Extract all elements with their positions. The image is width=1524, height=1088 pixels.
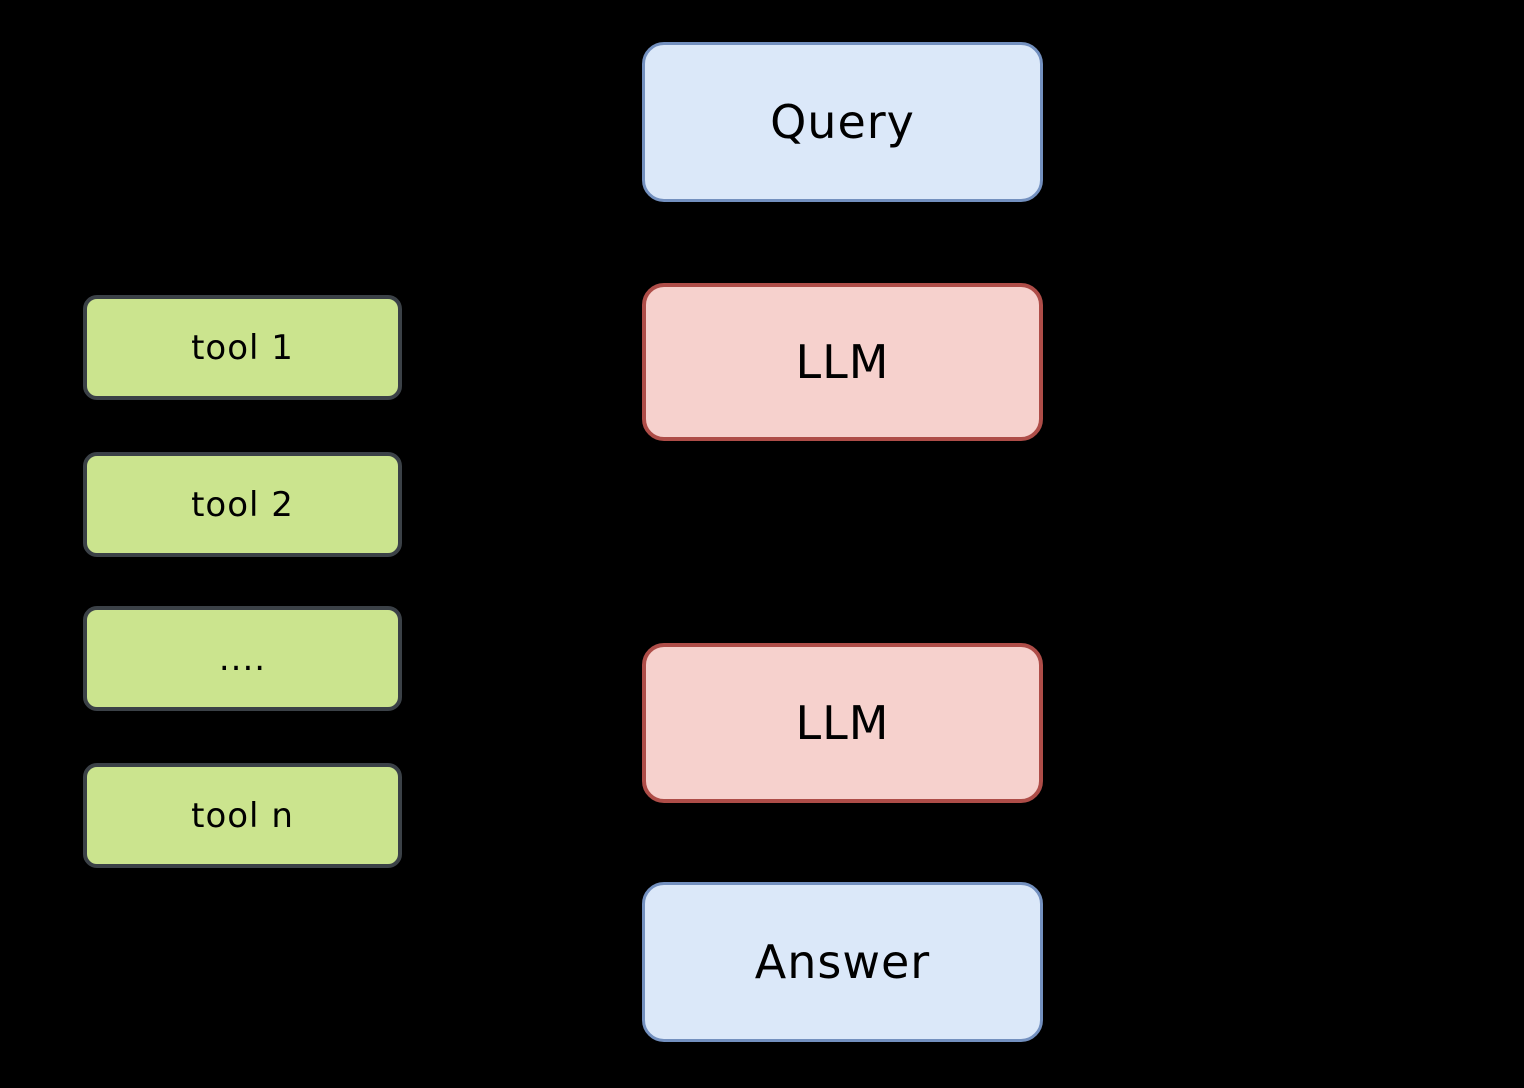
llm-bottom-node: LLM xyxy=(642,643,1043,803)
query-label: Query xyxy=(770,95,915,149)
tool-ellipsis-node: .... xyxy=(83,606,402,711)
query-node: Query xyxy=(642,42,1043,202)
tool-ellipsis-label: .... xyxy=(218,638,267,679)
llm-top-node: LLM xyxy=(642,283,1043,441)
tool-1-node: tool 1 xyxy=(83,295,402,400)
tool-n-label: tool n xyxy=(191,795,294,836)
tool-1-label: tool 1 xyxy=(191,327,294,368)
tool-2-label: tool 2 xyxy=(191,484,294,525)
llm-bottom-label: LLM xyxy=(795,696,890,750)
tool-2-node: tool 2 xyxy=(83,452,402,557)
answer-node: Answer xyxy=(642,882,1043,1042)
tool-n-node: tool n xyxy=(83,763,402,868)
llm-top-label: LLM xyxy=(795,335,890,389)
answer-label: Answer xyxy=(754,935,931,989)
